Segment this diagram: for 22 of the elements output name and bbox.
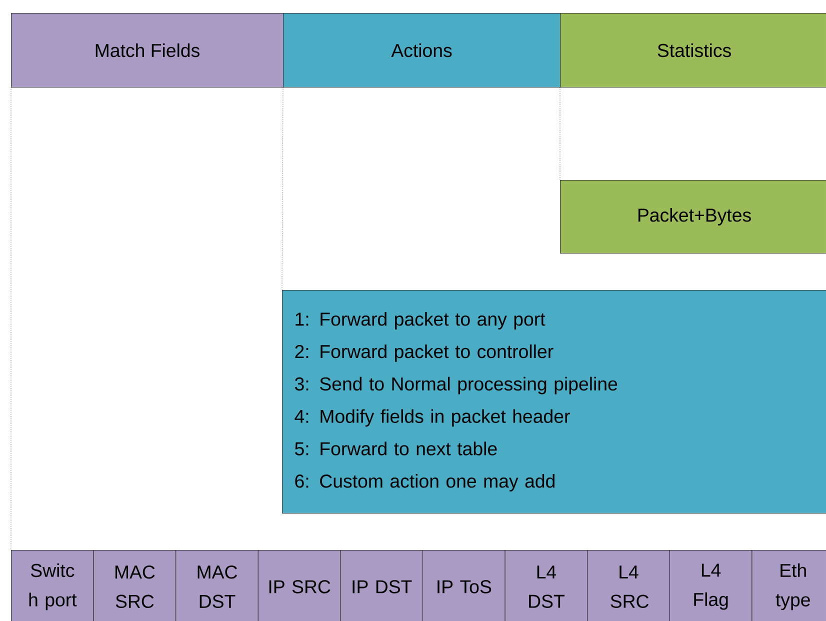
header-cell: Actions [283, 13, 561, 88]
node-label: L4 DST [529, 566, 564, 608]
field-cell: IP ToS [422, 550, 506, 621]
header-cell: Match Fields [11, 13, 284, 88]
field-cell: Eth type [752, 550, 826, 621]
field-cell: IP DST [340, 550, 424, 621]
field-cell: MAC SRC [93, 550, 176, 621]
node-label: IP SRC [269, 580, 330, 594]
field-cell: L4 Flag [669, 550, 752, 621]
header-cell: Statistics [560, 13, 826, 88]
node-label: L4 Flag [694, 564, 728, 610]
field-cell: L4 DST [504, 550, 588, 621]
field-cell: Switc h port [11, 550, 94, 621]
counter-box: Packet+Bytes [560, 180, 826, 254]
node-label: MAC SRC [116, 565, 155, 608]
field-cell: L4 SRC [587, 550, 670, 621]
field-cell: IP SRC [258, 550, 341, 621]
dotted-connector [282, 87, 284, 290]
node-label: IP DST [352, 580, 412, 594]
field-cell: MAC DST [176, 550, 258, 621]
action-list-box: 1: Forward packet to any port 2: Forward packet to controller 3: Send to Normal processing pipeline 4: Modify fields in packet header 5: Forward to next table 6: Custom action one may add [282, 290, 826, 514]
dotted-connector [10, 87, 12, 550]
